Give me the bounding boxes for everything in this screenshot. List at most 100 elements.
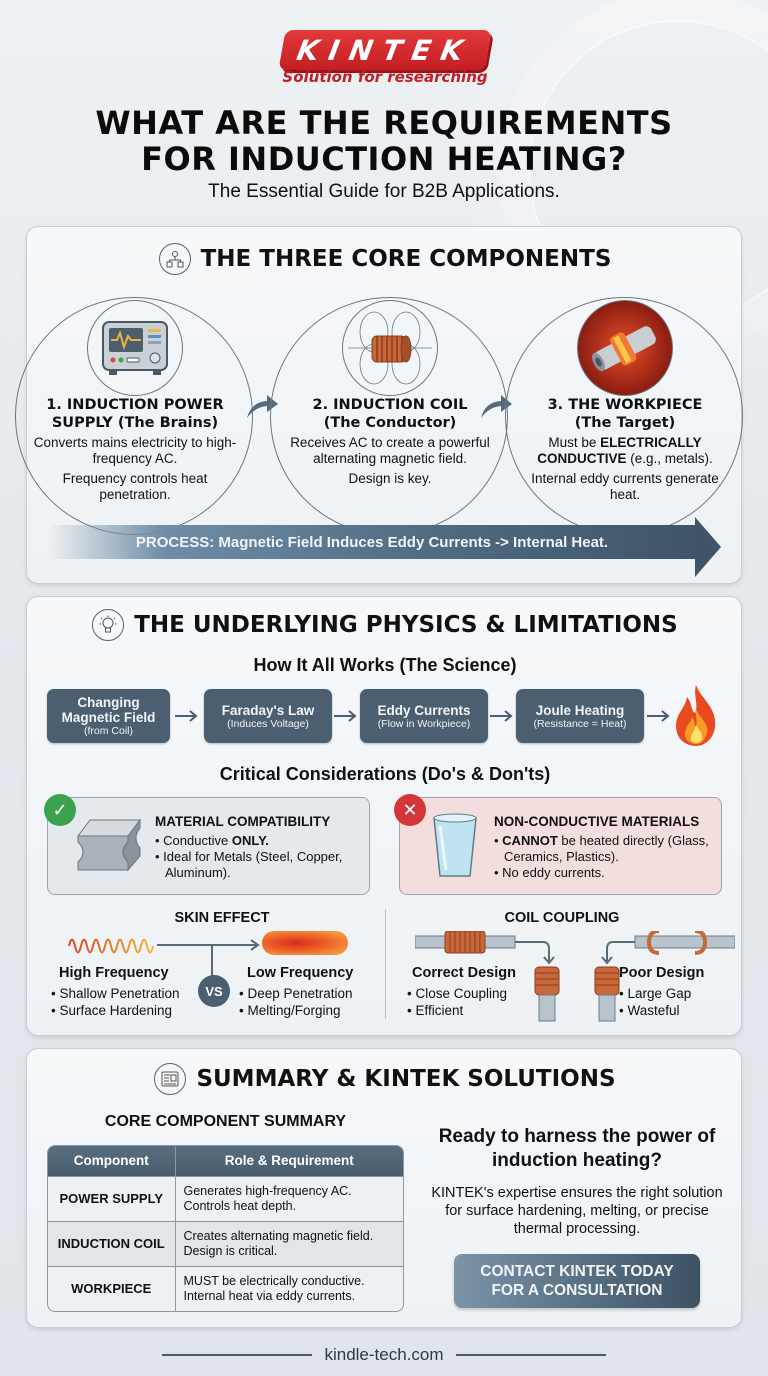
glass-cup-icon (433, 813, 477, 877)
list-item: • Efficient (407, 1003, 464, 1018)
summary-table: Component Role & Requirement POWER SUPPL… (47, 1145, 404, 1312)
kintek-logo[interactable]: KINTEK (278, 30, 492, 70)
component-description: Converts mains electricity to high-frequ… (26, 435, 244, 503)
document-icon (154, 1063, 187, 1095)
hot-workpiece-icon (577, 300, 673, 396)
component-title-line-1: 2. INDUCTION COIL (312, 397, 468, 413)
table-cell-component: POWER SUPPLY (48, 1175, 175, 1221)
column-header-role: Role & Requirement (174, 1146, 403, 1176)
table-cell-role: MUST be electrically conductive.Internal… (174, 1265, 403, 1311)
process-banner: PROCESS: Magnetic Field Induces Eddy Cur… (47, 525, 697, 559)
list-item: • Close Coupling (407, 986, 508, 1001)
correct-design-list: • Close Coupling • Efficient (407, 985, 507, 1019)
considerations-heading: Critical Considerations (Do's & Don'ts) (219, 764, 551, 784)
lightbulb-icon (92, 609, 125, 641)
coil-coupling-diagram-icon (415, 931, 735, 1022)
page-subtitle: The Essential Guide for B2B Applications… (208, 181, 560, 202)
curved-arrow-icon (481, 395, 512, 418)
flow-step-sublabel: (Induces Voltage) (227, 717, 309, 730)
x-mark-icon: ✕ (394, 794, 426, 826)
summary-title: SUMMARY & KINTEK SOLUTIONS (27, 1063, 743, 1095)
website-link[interactable]: kindle-tech.com (324, 1345, 444, 1364)
cta-heading: Ready to harness the power of induction … (438, 1126, 716, 1171)
role-line: Design is critical. (183, 1243, 278, 1258)
fire-icon (676, 685, 716, 746)
component-title-line-1: 3. THE WORKPIECE (547, 397, 703, 413)
summary-panel: SUMMARY & KINTEK SOLUTIONS CORE COMPONEN… (26, 1048, 742, 1328)
button-label-line-2: FOR A CONSULTATION (491, 1282, 663, 1299)
section-divider (385, 909, 386, 1019)
role-line: Controls heat depth. (183, 1198, 297, 1213)
high-frequency-title: High Frequency (59, 965, 169, 981)
core-components-title-text: THE THREE CORE COMPONENTS (200, 246, 612, 272)
process-arrow-icon (695, 517, 721, 577)
contact-kintek-button[interactable]: CONTACT KINTEK TODAY FOR A CONSULTATION (454, 1254, 700, 1308)
flow-step-eddy-currents: Eddy Currents (Flow in Workpiece) (360, 689, 488, 743)
flow-step-label: Changing Magnetic Field (61, 695, 156, 725)
flow-step-faradays-law: Faraday's Law (Induces Voltage) (204, 689, 332, 743)
component-title-line-2: (The Target) (574, 415, 676, 431)
low-frequency-heat-icon (262, 931, 348, 955)
material-compatibility-card: ✓ MATERIAL COMPATIBILITY • Conductive ON… (44, 794, 370, 895)
list-item: • Ideal for Metals (Steel, Copper, Alumi… (155, 849, 343, 880)
component-title-line-2: (The Conductor) (323, 415, 457, 431)
list-item: • Deep Penetration (239, 986, 353, 1001)
science-heading: How It All Works (The Science) (253, 655, 517, 675)
list-item: • No eddy currents. (494, 865, 605, 880)
button-label-line-1: CONTACT KINTEK TODAY (480, 1263, 674, 1280)
arrow-right-icon (647, 710, 670, 722)
role-line: MUST be electrically conductive. (183, 1273, 365, 1288)
component-desc-2: Design is key. (348, 471, 432, 486)
table-header-row: Component Role & Requirement (48, 1146, 403, 1176)
component-desc-2: Internal eddy currents generate heat. (531, 471, 719, 502)
skin-effect-title: SKIN EFFECT (174, 910, 270, 926)
arrow-right-icon (175, 710, 198, 722)
vs-badge: VS (198, 975, 230, 1007)
coil-coupling-title: COIL COUPLING (504, 910, 620, 926)
header: KINTEK Solution for researching WHAT ARE… (0, 0, 768, 220)
arrow-right-icon (490, 710, 513, 722)
summary-title-text: SUMMARY & KINTEK SOLUTIONS (196, 1066, 616, 1092)
footer-divider-left (162, 1354, 313, 1356)
component-description: Receives AC to create a powerful alterna… (281, 435, 499, 487)
list-item-text: Shallow Penetration (59, 986, 180, 1001)
table-row: INDUCTION COIL Creates alternating magne… (48, 1220, 403, 1266)
flow-step-magnetic-field: Changing Magnetic Field (from Coil) (47, 689, 170, 743)
card-list: • CANNOT be heated directly (Glass, Cera… (494, 833, 714, 881)
component-desc-2: Frequency controls heat penetration. (62, 471, 208, 502)
network-icon (158, 243, 191, 275)
page-title: WHAT ARE THE REQUIREMENTS FOR INDUCTION … (0, 105, 768, 177)
connector-arrow-icon (157, 939, 260, 977)
checkmark-icon: ✓ (44, 794, 76, 826)
component-induction-coil: 2. INDUCTION COIL (The Conductor) Receiv… (270, 297, 508, 535)
list-item-text: Efficient (415, 1003, 464, 1018)
correct-design-title: Correct Design (412, 965, 516, 981)
flow-step-label: Eddy Currents (377, 702, 471, 718)
title-line-2: FOR INDUCTION HEATING? (141, 140, 627, 178)
component-title: 3. THE WORKPIECE (The Target) (506, 396, 744, 432)
flow-step-label: Faraday's Law (221, 702, 315, 718)
physics-title: THE UNDERLYING PHYSICS & LIMITATIONS (27, 609, 743, 641)
cta-body: KINTEK's expertise ensures the right sol… (431, 1185, 723, 1237)
component-power-supply: 1. INDUCTION POWER SUPPLY (The Brains) C… (15, 297, 253, 535)
list-item-text: Deep Penetration (247, 986, 353, 1001)
role-line: Internal heat via eddy currents. (183, 1288, 356, 1303)
list-item: • Conductive ONLY. (155, 833, 269, 848)
flow-step-sublabel: (Resistance = Heat) (533, 717, 627, 730)
table-title: CORE COMPONENT SUMMARY (104, 1113, 347, 1130)
logo-tagline: Solution for researching (282, 68, 488, 86)
flow-step-joule-heating: Joule Heating (Resistance = Heat) (516, 689, 644, 743)
list-item: • Melting/Forging (239, 1003, 341, 1018)
list-item: • CANNOT be heated directly (Glass, Cera… (494, 833, 709, 864)
arrow-right-icon (334, 710, 357, 722)
role-line: Creates alternating magnetic field. (183, 1228, 374, 1243)
list-item: • Large Gap (619, 986, 692, 1001)
table-cell-role: Generates high-frequency AC.Controls hea… (174, 1175, 403, 1221)
physics-title-text: THE UNDERLYING PHYSICS & LIMITATIONS (134, 612, 678, 638)
footer-divider-right (455, 1354, 606, 1356)
table-cell-component: WORKPIECE (48, 1265, 175, 1311)
high-frequency-list: • Shallow Penetration • Surface Hardenin… (51, 985, 180, 1019)
poor-design-list: • Large Gap • Wasteful (619, 985, 691, 1019)
non-conductive-card: ✕ NON-CONDUCTIVE MATERIALS • CANNOT be h… (394, 794, 722, 895)
component-title-line-2: SUPPLY (The Brains) (51, 415, 219, 431)
